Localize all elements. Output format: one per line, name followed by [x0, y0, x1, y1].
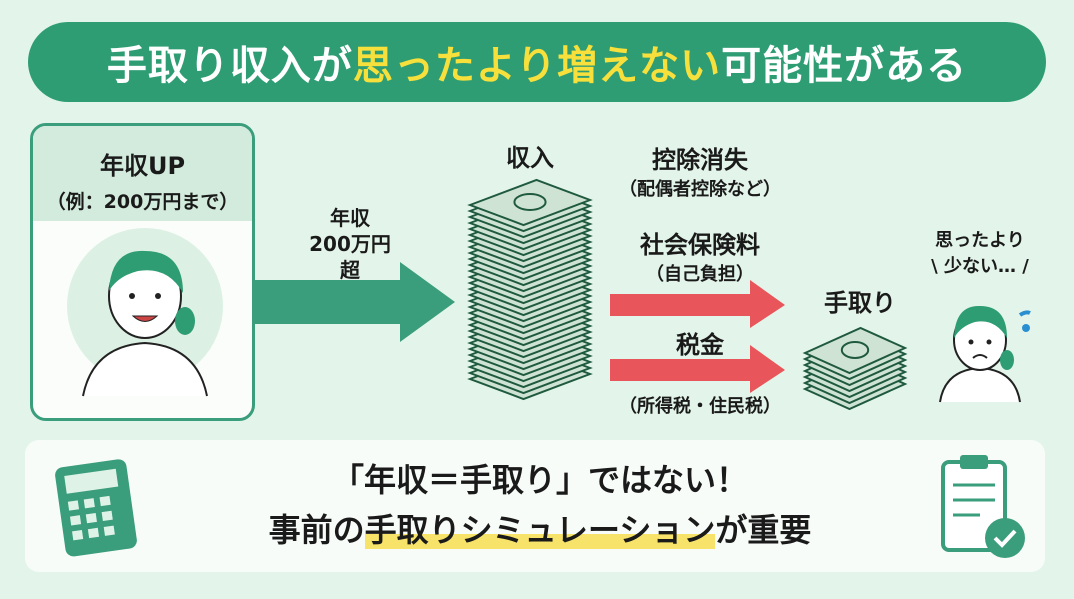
green-arrow — [255, 262, 455, 342]
arrow-label: 年収 200万円超 — [309, 206, 391, 282]
card-heading: 年収UP — [99, 152, 186, 180]
conclusion-panel — [25, 440, 1045, 572]
checklist-clipboard-icon — [941, 455, 1025, 558]
calculator-icon — [55, 459, 137, 557]
deduction-item: 社会保険料 （自己負担） — [640, 231, 760, 285]
speech-text: 思ったより \ 少ない… / — [931, 230, 1029, 277]
worried-person-illustration — [939, 305, 1031, 403]
title-part1: 手取り収入が — [106, 43, 353, 89]
highlighted-text: 手取りシミュレーション — [364, 511, 716, 549]
red-arrow — [610, 280, 785, 328]
deduction-sub: （所得税・住民税） — [619, 396, 781, 417]
deduction-item: 控除消失 （配偶者控除など） — [619, 146, 781, 200]
conclusion-line2: 事前の手取りシミュレーションが重要 — [268, 511, 812, 549]
title-banner: 手取り収入が思ったより増えない可能性がある — [28, 22, 1046, 102]
income-up-card: 年収UP （例：200万円まで） — [30, 123, 255, 421]
title-highlight: 思ったより増えない — [352, 43, 722, 89]
title-part2: 可能性がある — [721, 43, 968, 89]
takehome-label: 手取り — [824, 289, 896, 317]
deduction-item: 税金 — [676, 331, 724, 359]
conclusion-line1: 「年収＝手取り」ではない！ — [331, 461, 748, 499]
card-subheading: （例：200万円まで） — [46, 191, 239, 213]
income-label: 収入 — [506, 144, 554, 172]
large-money-stack-icon — [467, 178, 593, 401]
small-money-stack-icon — [802, 326, 908, 410]
red-arrow — [610, 345, 785, 393]
happy-person-illustration — [67, 228, 223, 397]
